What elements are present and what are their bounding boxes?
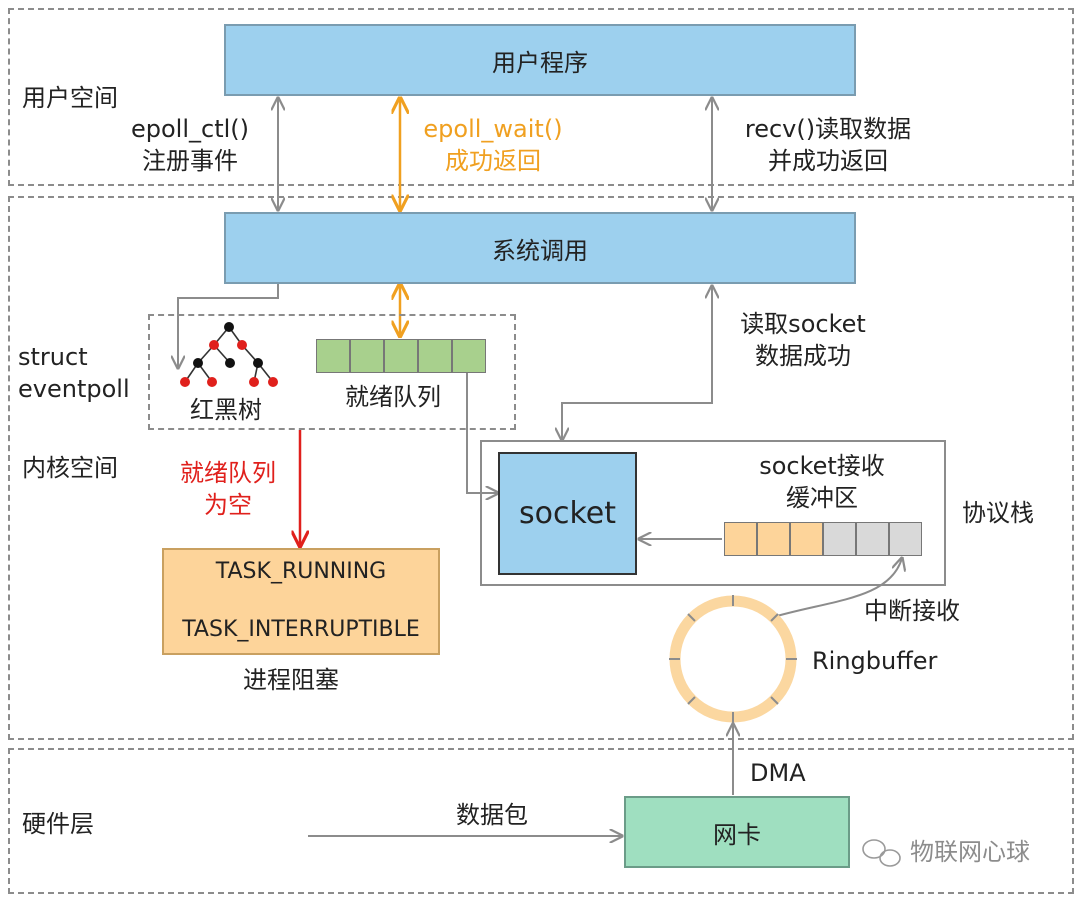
read-socket-line2: 数据成功 [755,342,851,370]
ready-queue-cell [452,339,486,373]
struct-line1: struct [18,343,88,371]
recv-line2: 并成功返回 [768,147,888,175]
process-blocked-label: 进程阻塞 [243,666,339,694]
read-socket-label: 读取socket 数据成功 [728,308,878,372]
syscall-label: 系统调用 [492,236,588,265]
ready-queue-to-socket-arrow [466,358,498,493]
kernel-space-zone [8,196,1074,740]
empty-queue-label: 就绪队列 为空 [168,457,288,521]
task-interruptible-label: TASK_INTERRUPTIBLE [182,617,420,642]
interrupt-arrow [769,558,902,619]
read-socket-line1: 读取socket [740,310,866,338]
recv-buffer-line1: socket接收 [759,452,885,480]
read-socket-arrow [562,286,712,440]
syscall-to-rbtree-arrow [178,284,279,368]
ready-queue-label: 就绪队列 [345,383,441,411]
struct-line2: eventpoll [18,375,130,403]
hardware-zone [8,748,1074,894]
epoll-ctl-line1: epoll_ctl() [130,115,250,143]
struct-eventpoll-label: struct eventpoll [18,341,130,405]
ready-queue-cell [350,339,384,373]
user-program-box: 用户程序 [224,24,856,96]
nic-label: 网卡 [713,820,761,849]
kernel-space-label: 内核空间 [22,454,118,482]
ringbuffer-label: Ringbuffer [812,647,938,675]
epoll-wait-line2: 成功返回 [445,147,541,175]
epoll-ctl-label: epoll_ctl() 注册事件 [110,113,270,177]
user-program-label: 用户程序 [492,48,588,77]
ready-queue-cell [384,339,418,373]
hardware-label: 硬件层 [22,810,94,838]
epoll-ctl-line2: 注册事件 [142,147,238,175]
red-black-tree [180,322,278,387]
buffer-cell-empty [823,522,856,556]
wechat-icon [862,839,901,867]
dma-label: DMA [750,759,806,787]
buffer-cell-filled [790,522,823,556]
recv-line1: recv()读取数据 [744,115,912,143]
task-state-box: TASK_RUNNING TASK_INTERRUPTIBLE [162,548,440,655]
ready-queue [316,339,486,373]
syscall-box: 系统调用 [224,212,856,284]
eventpoll-container [148,314,516,430]
epoll-wait-line1: epoll_wait() [423,115,563,143]
epoll-wait-label: epoll_wait() 成功返回 [408,113,578,177]
empty-queue-line2: 为空 [204,491,252,519]
ringbuffer-ring [669,595,797,723]
packet-label: 数据包 [456,801,528,829]
user-space-label: 用户空间 [22,84,118,112]
rbtree-label: 红黑树 [190,396,262,424]
recv-buffer [724,522,922,556]
recv-buffer-line2: 缓冲区 [786,484,858,512]
interrupt-label: 中断接收 [864,597,960,625]
buffer-cell-empty [856,522,889,556]
buffer-cell-empty [889,522,922,556]
protocol-stack-label: 协议栈 [962,499,1034,527]
ready-queue-cell [418,339,452,373]
socket-box: socket [498,452,637,575]
nic-box: 网卡 [624,796,850,868]
socket-label: socket [518,496,616,531]
recv-label: recv()读取数据 并成功返回 [728,113,928,177]
buffer-cell-filled [724,522,757,556]
watermark-label: 物联网心球 [910,838,1030,866]
empty-queue-line1: 就绪队列 [180,459,276,487]
protocol-stack-container [480,440,946,586]
user-space-zone [8,8,1074,186]
ready-queue-cell [316,339,350,373]
buffer-cell-filled [757,522,790,556]
task-running-label: TASK_RUNNING [215,559,387,584]
recv-buffer-label: socket接收 缓冲区 [742,450,902,514]
